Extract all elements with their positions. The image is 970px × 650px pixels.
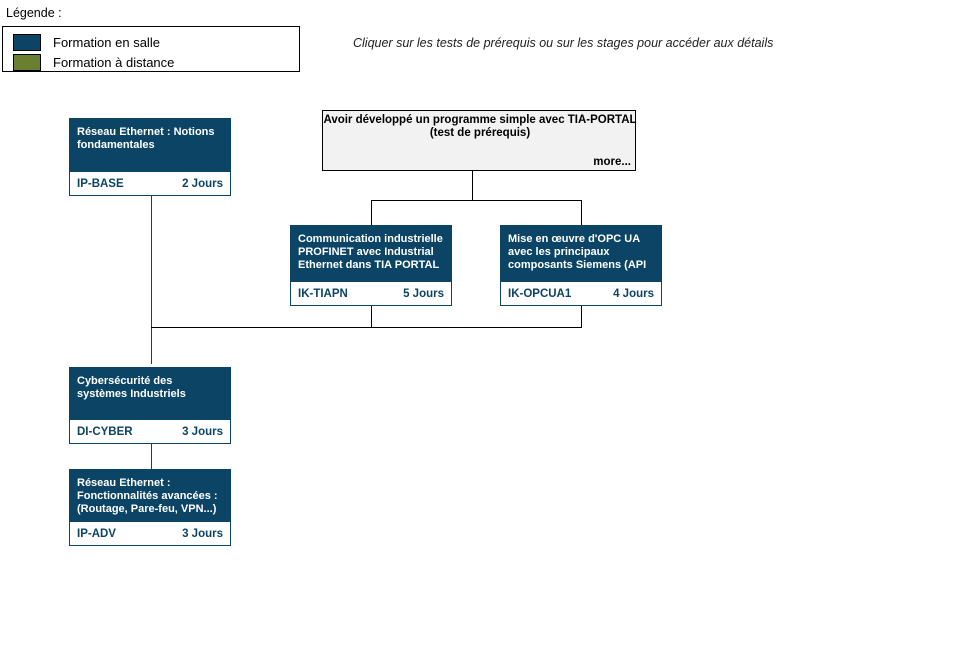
prerequisite-more-link[interactable]: more... [593,156,631,168]
course-footer: DI-CYBER 3 Jours [70,420,230,443]
course-duration: 3 Jours [182,527,223,540]
course-duration: 3 Jours [182,425,223,438]
instruction-text: Cliquer sur les tests de prérequis ou su… [353,36,774,50]
course-footer: IP-ADV 3 Jours [70,522,230,545]
prerequisite-test-box[interactable]: Avoir développé un programme simple avec… [322,110,637,171]
course-title: Mise en œuvre d'OPC UA avec les principa… [501,226,661,284]
course-card-di-cyber[interactable]: Cybersécurité des systèmes Industriels D… [69,367,231,444]
course-duration: 2 Jours [182,177,223,190]
connector-ipbase-stem [151,196,152,364]
legend-label-classroom: Formation en salle [53,35,160,50]
course-footer: IK-TIAPN 5 Jours [291,282,451,305]
course-card-ik-opcua1[interactable]: Mise en œuvre d'OPC UA avec les principa… [500,225,662,306]
connector-lower-bus [151,327,582,328]
connector-cyber-to-ipadv [151,443,152,470]
legend-title: Légende : [6,6,62,20]
course-title: Cybersécurité des systèmes Industriels [70,368,230,422]
course-footer: IP-BASE 2 Jours [70,172,230,195]
legend-swatch-remote [13,54,41,71]
legend-label-remote: Formation à distance [53,55,175,70]
connector-prereq-to-opcua [581,200,582,225]
course-duration: 5 Jours [403,287,444,300]
connector-prereq-to-tiapn [371,200,372,225]
course-code: IK-OPCUA1 [508,287,572,300]
connector-opcua-down [581,306,582,328]
course-code: IP-ADV [77,527,116,540]
course-card-ip-base[interactable]: Réseau Ethernet : Notions fondamentales … [69,118,231,196]
course-card-ip-adv[interactable]: Réseau Ethernet : Fonctionnalités avancé… [69,469,231,546]
connector-prereq-stem [472,171,473,201]
legend-box: Formation en salle Formation à distance [2,26,300,72]
course-code: IP-BASE [77,177,124,190]
legend-item-remote: Formation à distance [13,53,174,72]
course-code: DI-CYBER [77,425,133,438]
prerequisite-title: Avoir développé un programme simple avec… [323,114,637,139]
course-card-ik-tiapn[interactable]: Communication industrielle PROFINET avec… [290,225,452,306]
course-footer: IK-OPCUA1 4 Jours [501,282,661,305]
course-code: IK-TIAPN [298,287,348,300]
course-title: Réseau Ethernet : Fonctionnalités avancé… [70,470,230,524]
connector-tiapn-down [371,306,372,328]
legend-item-classroom: Formation en salle [13,33,160,52]
course-title: Communication industrielle PROFINET avec… [291,226,451,284]
legend-swatch-classroom [13,34,41,51]
course-duration: 4 Jours [613,287,654,300]
connector-prereq-bus [371,200,582,201]
course-title: Réseau Ethernet : Notions fondamentales [70,119,230,174]
